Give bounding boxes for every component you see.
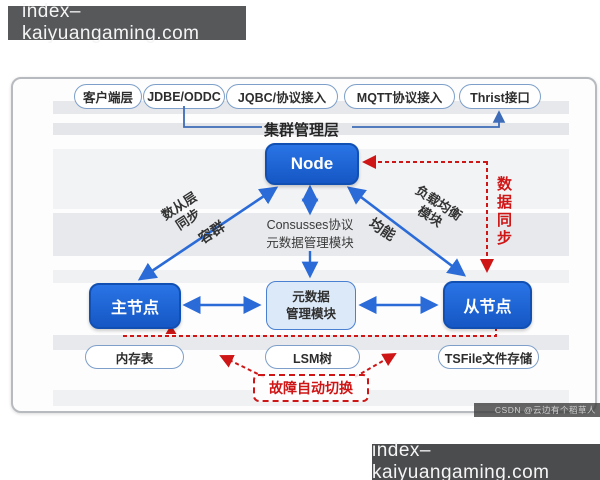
slave-node-box: 从节点 — [443, 281, 532, 329]
pill-thrist-port: Thrist接口 — [459, 84, 541, 109]
csdn-watermark-text: CSDN @云边有个稻草人 — [494, 405, 596, 415]
pill-lsm-tree: LSM树 — [265, 345, 360, 369]
pill-label: LSM树 — [293, 351, 332, 366]
watermark-top-text: index–kaiyuangaming.com — [22, 1, 200, 44]
pill-tsfile-store: TSFile文件存储 — [438, 345, 539, 369]
watermark-bottom-bar: index–kaiyuangaming.com — [372, 440, 600, 480]
data-sync-label: 数据同步 — [495, 176, 512, 248]
pill-label: TSFile文件存储 — [444, 351, 533, 366]
pill-label: JDBE/ODDC — [147, 89, 221, 104]
failover-label: 故障自动切换 — [269, 380, 353, 396]
slave-node-label: 从节点 — [463, 299, 512, 316]
csdn-watermark: CSDN @云边有个稻草人 — [474, 403, 600, 417]
master-node-label: 主节点 — [110, 300, 159, 317]
pill-label: JQBC/协议接入 — [237, 91, 327, 105]
pill-label: MQTT协议接入 — [356, 91, 443, 105]
meta-module-box: 元数据 管理模块 — [266, 281, 356, 330]
node-box: Node — [265, 143, 359, 185]
cluster-layer-label: 集群管理层 — [264, 122, 340, 139]
pill-label: Thrist接口 — [470, 91, 530, 105]
bg-stripe — [53, 335, 569, 350]
master-node-box: 主节点 — [89, 283, 181, 329]
watermark-bottom-text: index–kaiyuangaming.com — [372, 440, 550, 480]
pill-client-layer: 客户端层 — [74, 84, 142, 109]
pill-label: 内存表 — [115, 351, 154, 366]
pill-memtable: 内存表 — [85, 345, 184, 369]
edge-label-center: Consusses协议 元数据管理模块 — [266, 218, 354, 250]
pill-jdbe-oddc: JDBE/ODDC — [143, 84, 225, 109]
pill-label: 客户端层 — [82, 91, 133, 105]
watermark-top-bar: index–kaiyuangaming.com — [8, 1, 246, 44]
pill-mqtt-protocol: MQTT协议接入 — [344, 84, 455, 109]
pill-jqbc-protocol: JQBC/协议接入 — [226, 84, 338, 109]
failover-box: 故障自动切换 — [253, 374, 369, 402]
node-label: Node — [290, 154, 334, 173]
